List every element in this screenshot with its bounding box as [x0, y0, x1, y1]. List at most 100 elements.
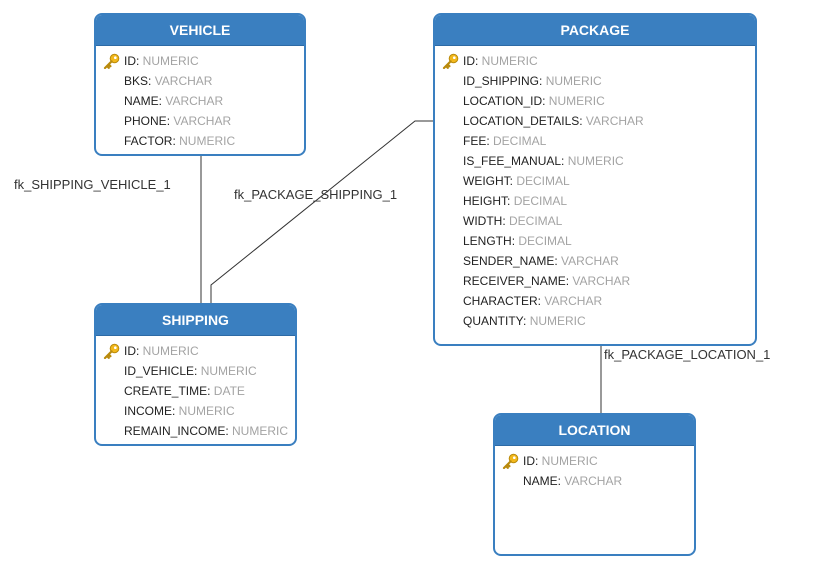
- field-row[interactable]: QUANTITY: NUMERIC: [435, 311, 755, 331]
- field-type: VARCHAR: [154, 74, 213, 88]
- field-name: NAME: [124, 94, 159, 108]
- field-name: REMAIN_INCOME: [124, 424, 226, 438]
- field-row[interactable]: WEIGHT: DECIMAL: [435, 171, 755, 191]
- field-separator: :: [475, 54, 482, 68]
- field-name: WEIGHT: [463, 174, 510, 188]
- field-separator: :: [502, 214, 509, 228]
- primary-key-icon: [103, 53, 120, 70]
- field-row[interactable]: INCOME: NUMERIC: [96, 401, 295, 421]
- field-separator: :: [158, 94, 166, 108]
- field-row[interactable]: PHONE: VARCHAR: [96, 111, 304, 131]
- field-row[interactable]: ID: NUMERIC: [495, 451, 694, 471]
- field-row[interactable]: SENDER_NAME: VARCHAR: [435, 251, 755, 271]
- field-type: VARCHAR: [564, 474, 623, 488]
- field-row[interactable]: CHARACTER: VARCHAR: [435, 291, 755, 311]
- field-separator: :: [136, 54, 143, 68]
- field-name: FEE: [463, 134, 487, 148]
- field-name: PHONE: [124, 114, 167, 128]
- relationship-label-package-shipping: fk_PACKAGE_SHIPPING_1: [234, 187, 398, 202]
- field-type: DECIMAL: [513, 194, 568, 208]
- field-row[interactable]: REMAIN_INCOME: NUMERIC: [96, 421, 295, 441]
- field-name: CHARACTER: [463, 294, 538, 308]
- field-separator: :: [565, 274, 573, 288]
- field-separator: :: [539, 74, 546, 88]
- entity-title: SHIPPING: [96, 305, 295, 336]
- field-type: NUMERIC: [567, 154, 624, 168]
- field-type: DECIMAL: [493, 134, 547, 148]
- field-name: LENGTH: [463, 234, 512, 248]
- field-type: DECIMAL: [518, 234, 572, 248]
- field-row[interactable]: HEIGHT: DECIMAL: [435, 191, 755, 211]
- field-type: NUMERIC: [232, 424, 289, 438]
- entity-title: VEHICLE: [96, 15, 304, 46]
- field-separator: :: [542, 94, 549, 108]
- field-separator: :: [507, 194, 514, 208]
- field-row[interactable]: NAME: VARCHAR: [96, 91, 304, 111]
- field-type: NUMERIC: [548, 94, 605, 108]
- field-row[interactable]: FEE: DECIMAL: [435, 131, 755, 151]
- field-row[interactable]: ID_SHIPPING: NUMERIC: [435, 71, 755, 91]
- field-separator: :: [148, 74, 155, 88]
- field-name: LOCATION_DETAILS: [463, 114, 580, 128]
- field-row[interactable]: WIDTH: DECIMAL: [435, 211, 755, 231]
- field-row[interactable]: IS_FEE_MANUAL: NUMERIC: [435, 151, 755, 171]
- field-name: ID: [124, 54, 136, 68]
- field-name: ID: [463, 54, 475, 68]
- field-separator: :: [166, 114, 174, 128]
- field-type: DATE: [213, 384, 245, 398]
- field-type: VARCHAR: [165, 94, 224, 108]
- field-row[interactable]: ID_VEHICLE: NUMERIC: [96, 361, 295, 381]
- field-separator: :: [172, 404, 179, 418]
- field-name: FACTOR: [124, 134, 173, 148]
- field-row[interactable]: ID: NUMERIC: [435, 51, 755, 71]
- field-separator: :: [136, 344, 143, 358]
- field-name: BKS: [124, 74, 149, 88]
- field-name: IS_FEE_MANUAL: [463, 154, 562, 168]
- field-type: VARCHAR: [561, 254, 619, 268]
- field-name: NAME: [523, 474, 558, 488]
- field-row[interactable]: LOCATION_DETAILS: VARCHAR: [435, 111, 755, 131]
- field-row[interactable]: BKS: VARCHAR: [96, 71, 304, 91]
- field-name: ID: [523, 454, 535, 468]
- field-separator: :: [561, 154, 568, 168]
- field-separator: :: [509, 174, 517, 188]
- field-row[interactable]: ID: NUMERIC: [96, 51, 304, 71]
- field-separator: :: [557, 474, 565, 488]
- field-type: NUMERIC: [529, 314, 586, 328]
- field-row[interactable]: CREATE_TIME: DATE: [96, 381, 295, 401]
- entity-title: PACKAGE: [435, 15, 755, 46]
- field-separator: :: [194, 364, 201, 378]
- field-separator: :: [225, 424, 233, 438]
- field-row[interactable]: NAME: VARCHAR: [495, 471, 694, 491]
- field-separator: :: [486, 134, 494, 148]
- field-separator: :: [207, 384, 214, 398]
- field-name: RECEIVER_NAME: [463, 274, 566, 288]
- field-type: VARCHAR: [173, 114, 232, 128]
- field-row[interactable]: LOCATION_ID: NUMERIC: [435, 91, 755, 111]
- field-row[interactable]: RECEIVER_NAME: VARCHAR: [435, 271, 755, 291]
- entity-title: LOCATION: [495, 415, 694, 446]
- field-row[interactable]: FACTOR: NUMERIC: [96, 131, 304, 151]
- field-type: NUMERIC: [200, 364, 257, 378]
- field-type: VARCHAR: [572, 274, 631, 288]
- field-name: LOCATION_ID: [463, 94, 543, 108]
- relationship-label-shipping-vehicle: fk_SHIPPING_VEHICLE_1: [14, 177, 171, 192]
- field-type: VARCHAR: [585, 114, 644, 128]
- field-separator: :: [511, 234, 519, 248]
- field-separator: :: [523, 314, 530, 328]
- field-name: CREATE_TIME: [124, 384, 208, 398]
- field-type: NUMERIC: [178, 404, 235, 418]
- primary-key-icon: [502, 453, 519, 470]
- field-row[interactable]: ID: NUMERIC: [96, 341, 295, 361]
- field-name: ID_VEHICLE: [124, 364, 195, 378]
- field-type: VARCHAR: [544, 294, 603, 308]
- field-name: ID: [124, 344, 136, 358]
- primary-key-icon: [442, 53, 459, 70]
- field-name: SENDER_NAME: [463, 254, 555, 268]
- field-row[interactable]: LENGTH: DECIMAL: [435, 231, 755, 251]
